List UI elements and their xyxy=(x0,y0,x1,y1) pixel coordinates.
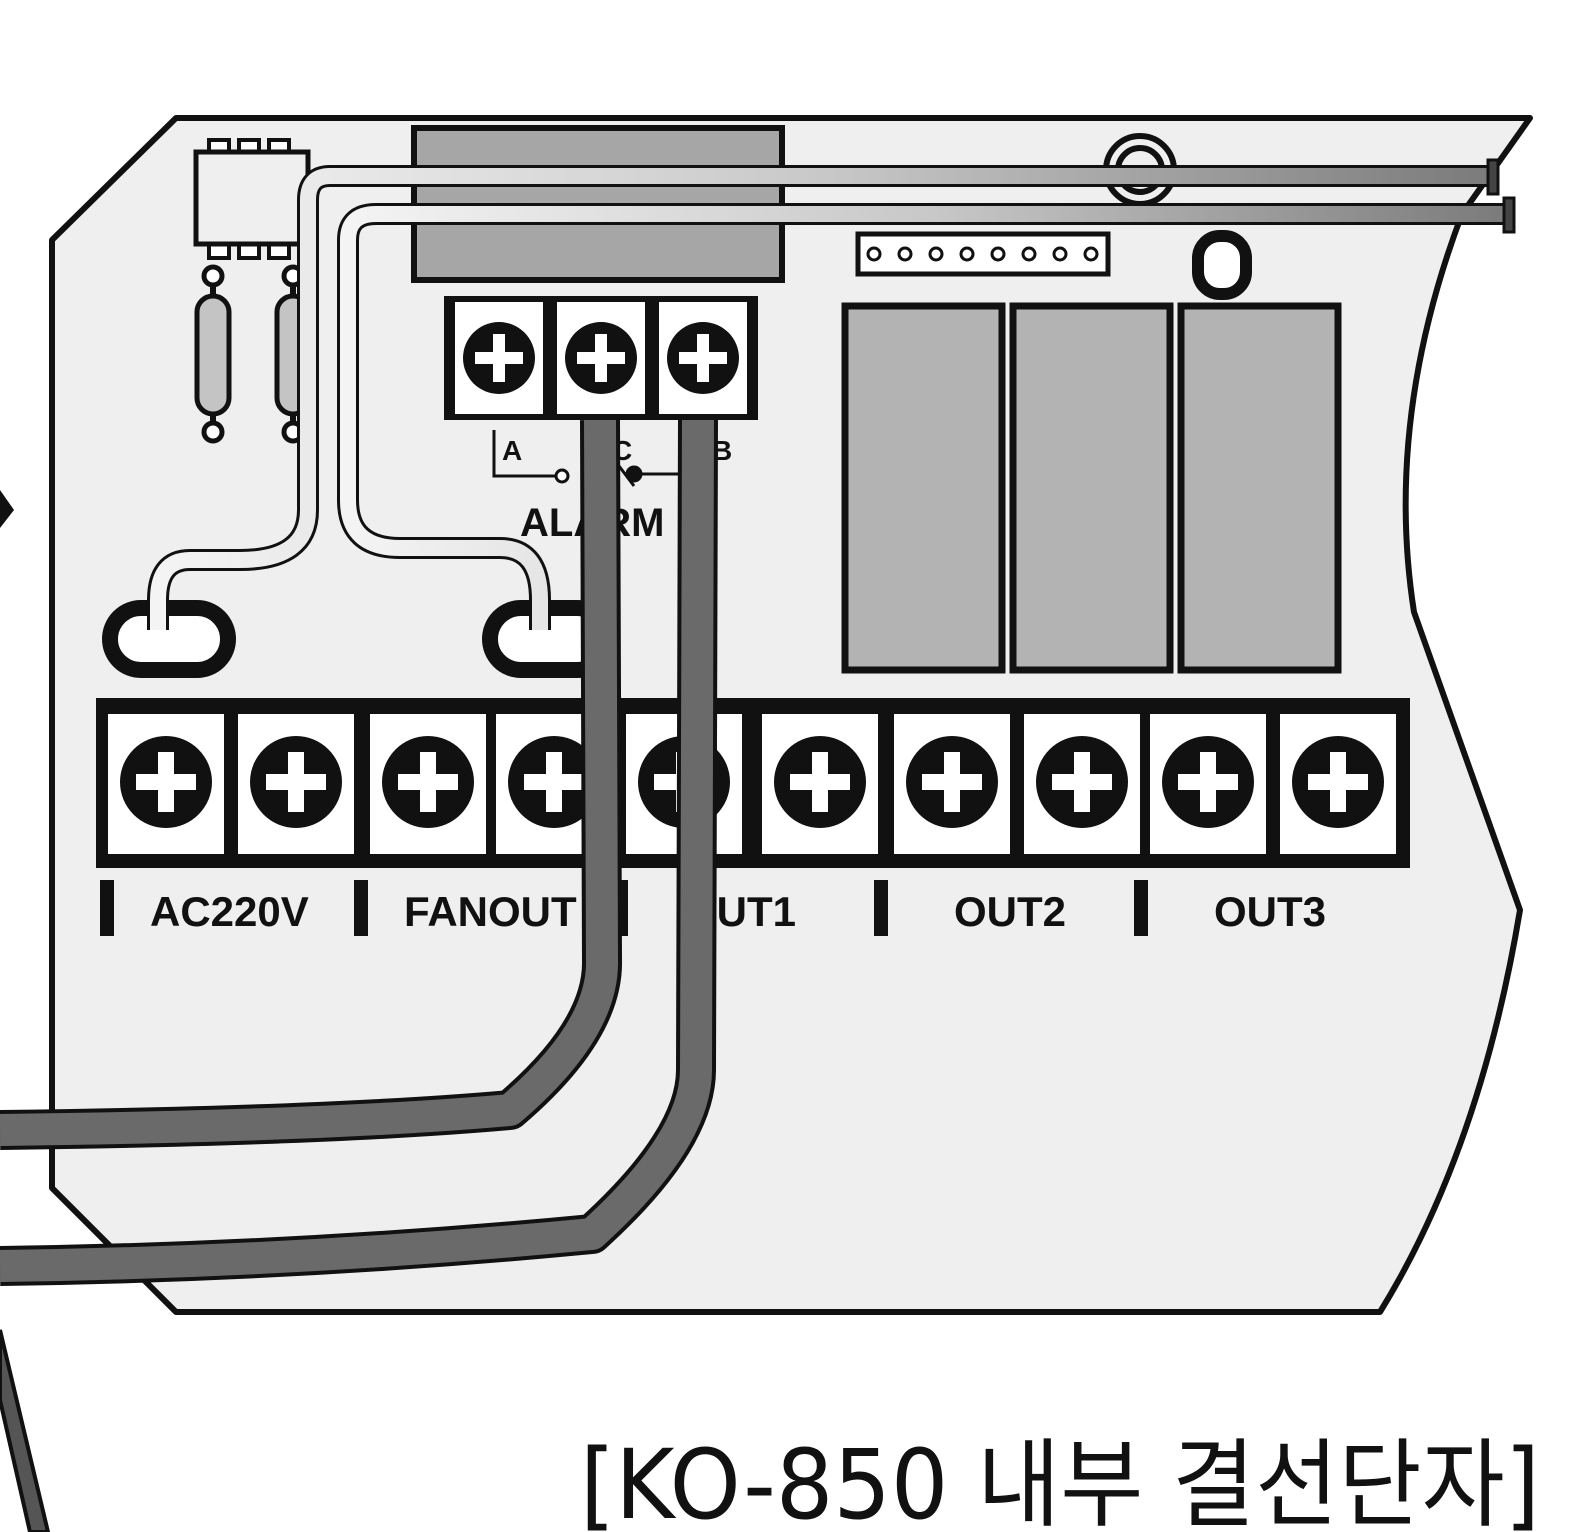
group-label-out2: OUT2 xyxy=(954,888,1066,935)
relay-2 xyxy=(1009,302,1174,674)
terminal-screw xyxy=(774,736,866,828)
alarm-screw-a xyxy=(463,322,535,394)
ic-chip xyxy=(193,138,311,260)
group-label-out3: OUT3 xyxy=(1214,888,1326,935)
pin-header xyxy=(855,231,1111,277)
terminal-screw xyxy=(906,736,998,828)
terminal-screw xyxy=(1036,736,1128,828)
terminal-screw xyxy=(382,736,474,828)
relay-3 xyxy=(1177,302,1342,674)
mounting-slot xyxy=(1192,230,1252,300)
group-label-ac220v: AC220V xyxy=(150,888,309,935)
terminal-screw xyxy=(1162,736,1254,828)
bottom-left-rod xyxy=(0,1329,51,1532)
alarm-screw-b xyxy=(667,322,739,394)
terminal-screw xyxy=(120,736,212,828)
alarm-terminal-label-a: A xyxy=(502,435,522,466)
terminal-screw xyxy=(250,736,342,828)
main-terminal-strip xyxy=(96,698,1410,868)
resistor xyxy=(194,264,232,444)
group-label-fanout: FANOUT xyxy=(404,888,577,935)
diagram-caption: [KO-850 내부 결선단자] xyxy=(580,1429,1540,1532)
alarm-terminal-block xyxy=(444,296,758,420)
terminal-screw xyxy=(1292,736,1384,828)
relay-1 xyxy=(841,302,1006,674)
alarm-screw-c xyxy=(565,322,637,394)
left-edge-mark xyxy=(0,490,14,528)
